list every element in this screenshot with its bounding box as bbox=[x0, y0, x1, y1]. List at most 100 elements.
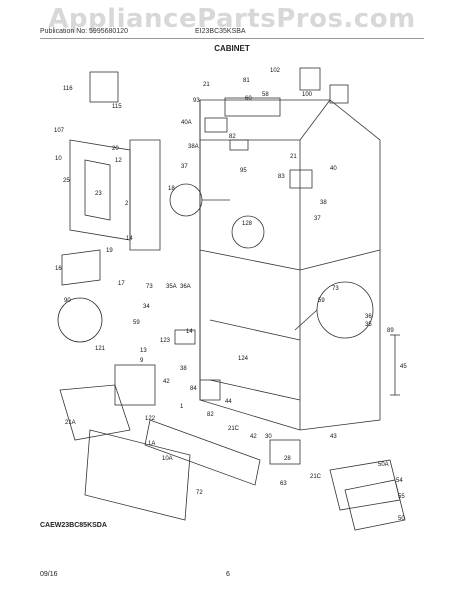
part-123 bbox=[174, 329, 196, 345]
callout-107: 107 bbox=[54, 128, 65, 134]
callout-54: 54 bbox=[396, 478, 403, 484]
callout-38b: 38 bbox=[180, 366, 187, 372]
fan-assembly bbox=[59, 384, 131, 441]
callout-38a: 38A bbox=[188, 144, 199, 150]
hinge-top bbox=[299, 67, 321, 91]
callout-73b: 73 bbox=[332, 286, 339, 292]
hinge-lower-right bbox=[269, 439, 301, 465]
callout-9: 9 bbox=[140, 358, 144, 364]
callout-50a: 50A bbox=[378, 462, 389, 468]
callout-59: 59 bbox=[133, 320, 140, 326]
part-82 bbox=[229, 139, 249, 151]
callout-1a: 1A bbox=[148, 441, 155, 447]
callout-28: 28 bbox=[284, 456, 291, 462]
callout-45: 45 bbox=[400, 364, 407, 370]
callout-10: 10 bbox=[55, 156, 62, 162]
callout-42b: 42 bbox=[250, 434, 257, 440]
callout-44: 44 bbox=[225, 399, 232, 405]
callout-115: 115 bbox=[112, 104, 122, 110]
callout-89: 89 bbox=[387, 328, 394, 334]
callout-59b: 59 bbox=[318, 298, 325, 304]
header-rule bbox=[40, 38, 424, 39]
callout-43: 43 bbox=[330, 434, 337, 440]
callout-42: 42 bbox=[163, 379, 170, 385]
callout-84: 84 bbox=[190, 386, 197, 392]
callout-21b: 21 bbox=[290, 154, 297, 160]
callout-21c: 21C bbox=[228, 426, 240, 432]
hinge-lower-left bbox=[199, 379, 221, 401]
evaporator-cover bbox=[69, 139, 131, 241]
lower-grille-panel bbox=[84, 429, 191, 521]
callout-14: 14 bbox=[126, 236, 133, 242]
callout-100: 100 bbox=[302, 92, 313, 98]
callout-102: 102 bbox=[270, 68, 281, 74]
callout-58: 58 bbox=[262, 92, 269, 98]
callout-38: 38 bbox=[320, 200, 327, 206]
callout-19: 19 bbox=[106, 248, 113, 254]
callout-55: 55 bbox=[398, 494, 405, 500]
evaporator bbox=[84, 159, 111, 221]
callout-50: 50 bbox=[398, 516, 405, 522]
callout-93: 93 bbox=[193, 98, 200, 104]
callout-21a: 21A bbox=[65, 420, 76, 426]
callout-123: 123 bbox=[160, 338, 171, 344]
part-40 bbox=[289, 169, 313, 189]
callout-73: 73 bbox=[146, 284, 153, 290]
page-number: 6 bbox=[226, 571, 230, 578]
callout-121: 121 bbox=[95, 346, 106, 352]
callout-30: 30 bbox=[265, 434, 272, 440]
part-115 bbox=[89, 71, 119, 103]
callout-83: 83 bbox=[278, 174, 285, 180]
callout-labels: 116 115 107 20 10 12 25 23 2 19 16 17 14… bbox=[54, 68, 407, 522]
callout-36a: 36A bbox=[180, 284, 191, 290]
footer-date: 09/16 bbox=[40, 571, 58, 578]
hinge-bracket bbox=[329, 84, 349, 104]
detail-circle-90 bbox=[57, 297, 103, 343]
part-40a bbox=[204, 117, 228, 133]
callout-95: 95 bbox=[240, 168, 247, 174]
callout-35a: 35A bbox=[166, 284, 177, 290]
callout-128: 128 bbox=[242, 221, 253, 227]
callout-116: 116 bbox=[63, 86, 73, 92]
model-variant-note: CAEW23BC85KSDA bbox=[40, 522, 107, 529]
callout-20: 20 bbox=[112, 146, 119, 152]
drawer-50 bbox=[344, 479, 406, 531]
callout-25: 25 bbox=[63, 178, 70, 184]
callout-16: 16 bbox=[55, 266, 62, 272]
detail-circle-center bbox=[231, 215, 265, 249]
drawer-50a bbox=[329, 459, 401, 511]
detail-circle-left bbox=[169, 183, 203, 217]
callout-2: 2 bbox=[125, 201, 129, 207]
callout-12: 12 bbox=[115, 158, 122, 164]
detail-circle-right bbox=[316, 281, 374, 339]
callout-35: 35 bbox=[365, 322, 372, 328]
callout-82: 82 bbox=[229, 134, 236, 140]
publication-number: Publication No: 5995680120 bbox=[40, 28, 128, 35]
callout-36: 36 bbox=[365, 314, 372, 320]
callout-40: 40 bbox=[330, 166, 337, 172]
callout-81: 81 bbox=[243, 78, 250, 84]
callout-34: 34 bbox=[143, 304, 150, 310]
callout-124: 124 bbox=[238, 356, 249, 362]
callout-40a: 40A bbox=[181, 120, 192, 126]
callout-1: 1 bbox=[180, 404, 184, 410]
callout-14b: 14 bbox=[186, 329, 193, 335]
fan-shroud bbox=[114, 364, 156, 406]
callout-10a: 10A bbox=[162, 456, 173, 462]
callout-21c-b: 21C bbox=[310, 474, 322, 480]
cabinet-outline bbox=[199, 99, 381, 431]
callout-23: 23 bbox=[95, 191, 102, 197]
callout-60: 60 bbox=[245, 96, 252, 102]
callout-13: 13 bbox=[140, 348, 147, 354]
callout-90: 90 bbox=[64, 298, 71, 304]
callout-37: 37 bbox=[181, 164, 188, 170]
watermark: AppliancePartsPros.com bbox=[48, 4, 416, 34]
top-bracket bbox=[224, 97, 281, 117]
callout-63: 63 bbox=[280, 481, 287, 487]
kickplate-72 bbox=[144, 419, 261, 486]
callout-82b: 82 bbox=[207, 412, 214, 418]
callout-122: 122 bbox=[145, 416, 156, 422]
callout-17: 17 bbox=[118, 281, 125, 287]
callout-21: 21 bbox=[203, 82, 210, 88]
